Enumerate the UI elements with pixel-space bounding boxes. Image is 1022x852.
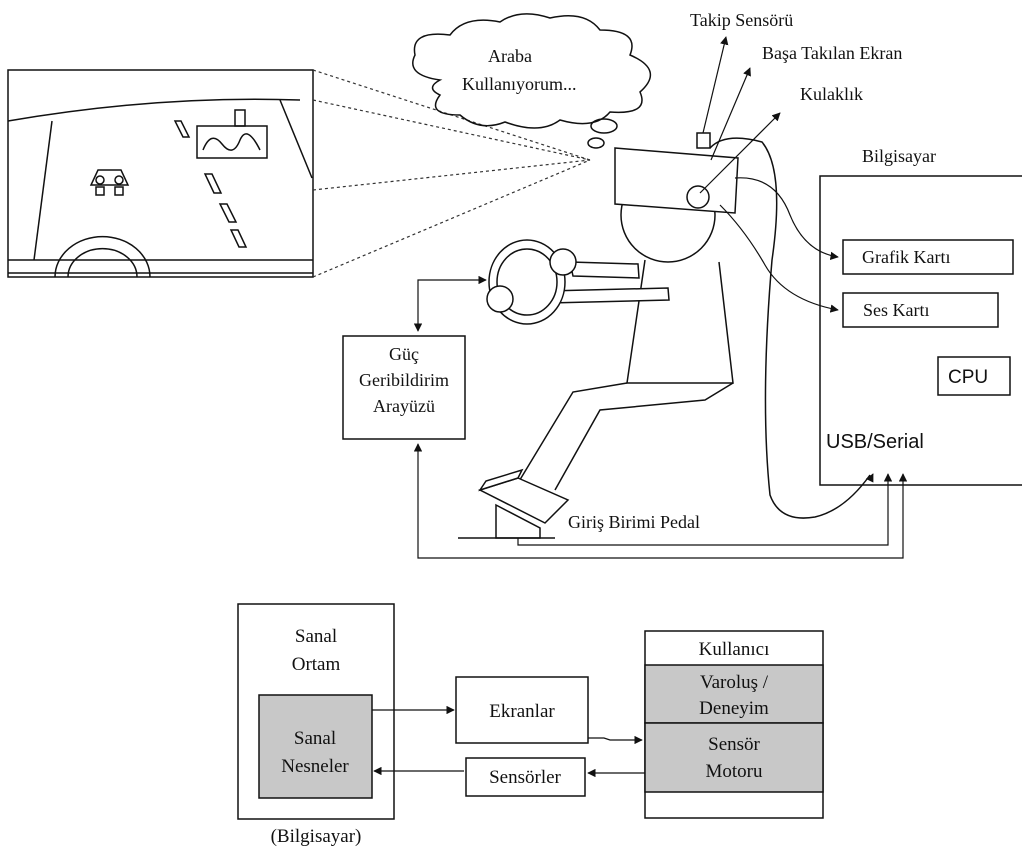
ve-line-1: Sanal: [295, 626, 337, 647]
label-usb-serial: USB/Serial: [826, 431, 924, 453]
vo-line-1: Sanal: [294, 728, 336, 749]
driver-figure: [458, 133, 870, 538]
windshield-view: [8, 70, 313, 277]
label-computer: Bilgisayar: [862, 146, 936, 166]
label-headphone: Kulaklık: [800, 84, 863, 104]
computer-box: Bilgisayar Grafik Kartı Ses Kartı CPU US…: [820, 146, 1022, 485]
force-feedback-box: Güç Geribildirim Arayüzü: [343, 336, 465, 439]
user-block: Kullanıcı Varoluş / Deneyim Sensör Motor…: [645, 631, 823, 818]
thought-cloud: Araba Kullanıyorum...: [413, 14, 651, 148]
label-sensors: Sensörler: [489, 767, 561, 788]
thought-line-2: Kullanıyorum...: [462, 74, 577, 94]
view-cone: [313, 70, 590, 277]
hud-panel: [197, 110, 267, 158]
presence-line-2: Deneyim: [699, 698, 769, 719]
label-head-mounted-display: Başa Takılan Ekran: [762, 43, 902, 63]
ff-line-3: Arayüzü: [373, 396, 435, 416]
ve-line-2: Ortam: [292, 654, 341, 675]
label-tracking-sensor: Takip Sensörü: [690, 10, 793, 30]
ff-line-2: Geribildirim: [359, 370, 449, 390]
thought-line-1: Araba: [488, 46, 532, 66]
label-sound-card: Ses Kartı: [863, 300, 930, 320]
presence-line-1: Varoluş /: [700, 672, 769, 693]
label-displays: Ekranlar: [489, 701, 555, 722]
vo-line-2: Nesneler: [281, 756, 349, 777]
label-cpu: CPU: [948, 367, 988, 388]
label-graphics-card: Grafik Kartı: [862, 247, 950, 267]
ff-line-1: Güç: [389, 344, 419, 364]
computer-caption: (Bilgisayar): [271, 826, 362, 847]
sm-line-2: Motoru: [706, 761, 764, 782]
car-icon: [91, 170, 128, 195]
virtual-environment-block: Sanal Ortam Sanal Nesneler (Bilgisayar): [238, 604, 394, 847]
sm-line-1: Sensör: [708, 734, 760, 755]
label-user: Kullanıcı: [699, 639, 770, 660]
label-pedal: Giriş Birimi Pedal: [568, 512, 700, 532]
